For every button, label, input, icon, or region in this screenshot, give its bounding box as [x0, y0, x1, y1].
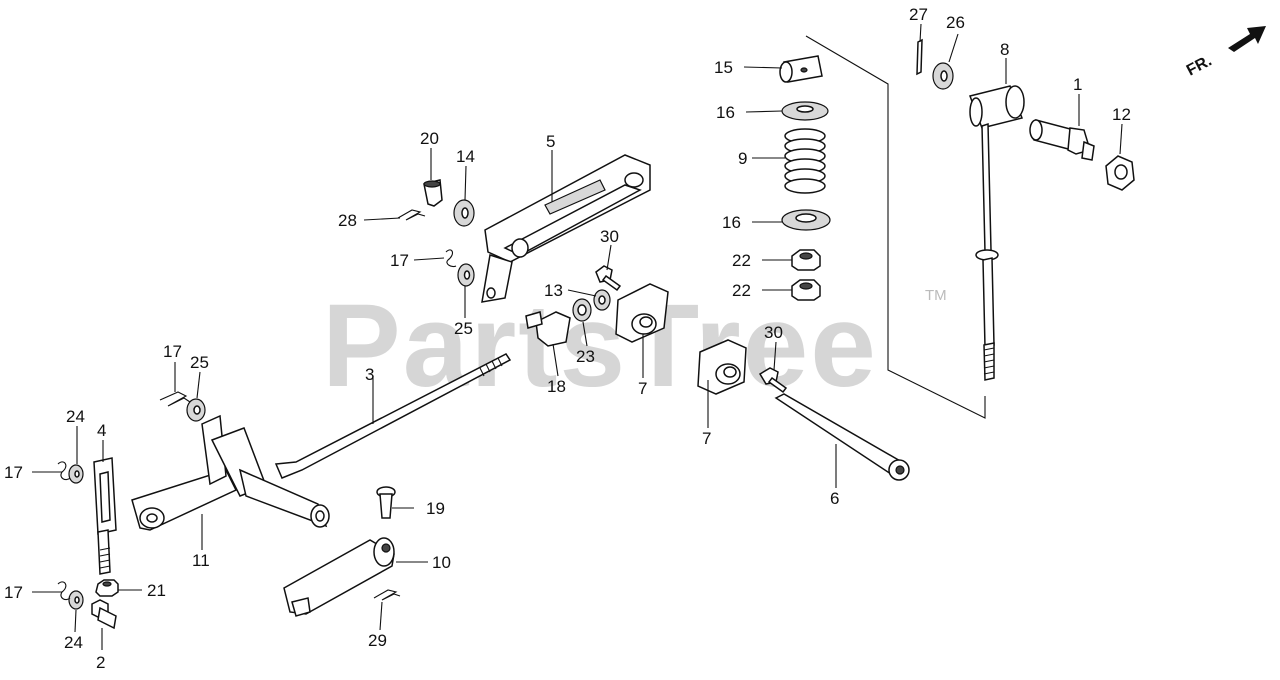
- part-25-washer-upper: [457, 263, 475, 287]
- callout-24-upper: 24: [66, 407, 85, 426]
- callout-28: 28: [338, 211, 357, 230]
- part-21-nut: [95, 579, 119, 597]
- part-17-clip-upper: [445, 249, 457, 268]
- part-29-clip: [373, 589, 401, 601]
- part-1-pin: [1029, 119, 1095, 161]
- callout-3: 3: [365, 365, 374, 384]
- callout-25-mid: 25: [190, 353, 209, 372]
- part-4-bracket: [93, 457, 117, 575]
- callout-17-upper: 17: [390, 251, 409, 270]
- front-arrow-icon: [1228, 26, 1266, 52]
- part-16-washer-top: [781, 101, 829, 121]
- callout-7-upper: 7: [638, 379, 647, 398]
- part-7-plate-lower: [697, 339, 747, 395]
- part-6-shaft: [774, 393, 910, 481]
- callout-23: 23: [576, 347, 595, 366]
- callout-2: 2: [96, 653, 105, 672]
- part-8-rod: [969, 85, 1025, 381]
- part-23-nut: [572, 298, 592, 322]
- callout-13: 13: [544, 281, 563, 300]
- part-17-clip-mid: [159, 391, 191, 407]
- callout-6: 6: [830, 489, 839, 508]
- part-19-pin: [376, 486, 396, 519]
- callout-17-left-upper: 17: [4, 463, 23, 482]
- leader-lines: [32, 23, 1123, 650]
- part-7-plate-upper: [615, 283, 669, 343]
- callout-20: 20: [420, 129, 439, 148]
- callout-21: 21: [147, 581, 166, 600]
- callout-9: 9: [738, 149, 747, 168]
- front-label: FR.: [1184, 52, 1215, 79]
- part-22-nut-top: [791, 249, 821, 271]
- part-11-arm: [131, 414, 330, 531]
- part-17-clip-left-lower: [57, 581, 71, 601]
- callout-7-lower: 7: [702, 429, 711, 448]
- callout-22-upper: 22: [732, 251, 751, 270]
- callout-30-upper: 30: [600, 227, 619, 246]
- callout-24-lower: 24: [64, 633, 83, 652]
- part-2-bolt: [91, 599, 117, 630]
- part-15-pin: [779, 55, 823, 83]
- part-5-bracket: [481, 154, 651, 303]
- callout-16-upper: 16: [716, 103, 735, 122]
- callout-4: 4: [97, 421, 106, 440]
- callout-30-lower: 30: [764, 323, 783, 342]
- callout-26: 26: [946, 13, 965, 32]
- part-20-pin: [423, 179, 443, 207]
- callout-27: 27: [909, 5, 928, 24]
- part-3-rod: [274, 353, 512, 479]
- callout-10: 10: [432, 553, 451, 572]
- part-28-clip: [397, 209, 426, 221]
- part-10-link: [283, 537, 395, 617]
- callout-8: 8: [1000, 40, 1009, 59]
- callout-5: 5: [546, 132, 555, 151]
- callout-1: 1: [1073, 75, 1082, 94]
- part-27-cotter-pin: [916, 38, 923, 76]
- part-18-block: [525, 311, 571, 347]
- part-30-bolt-upper: [595, 265, 622, 292]
- callout-25-upper: 25: [454, 319, 473, 338]
- callout-17-left-lower: 17: [4, 583, 23, 602]
- callout-14: 14: [456, 147, 475, 166]
- part-25-washer-mid: [186, 398, 206, 422]
- callout-11: 11: [192, 551, 210, 570]
- callout-18: 18: [547, 377, 566, 396]
- assembly-line-15-6: [805, 35, 986, 419]
- callout-17-mid: 17: [163, 342, 182, 361]
- callout-labels: 1 2 3 4 5 6 7 7 8 9 10 11 12 13 14 15 16…: [4, 5, 1131, 672]
- callout-12: 12: [1112, 105, 1131, 124]
- part-22-nut-bottom: [791, 279, 821, 301]
- callout-22-lower: 22: [732, 281, 751, 300]
- callout-19: 19: [426, 499, 445, 518]
- part-16-washer-bottom: [781, 209, 831, 231]
- front-direction-indicator: FR.: [1184, 26, 1266, 80]
- part-30-bolt-lower: [758, 367, 788, 394]
- part-24-washer-lower: [68, 590, 84, 610]
- part-24-washer-upper: [68, 464, 84, 484]
- part-13-washer: [593, 289, 611, 311]
- callout-16-lower: 16: [722, 213, 741, 232]
- part-14-washer: [453, 199, 475, 227]
- callout-15: 15: [714, 58, 733, 77]
- watermark-tm: TM: [925, 287, 947, 304]
- part-9-spring: [784, 128, 826, 194]
- part-17-clip-left-upper: [57, 461, 71, 481]
- part-26-washer: [932, 62, 954, 90]
- part-12-nut: [1105, 155, 1135, 191]
- callout-29: 29: [368, 631, 387, 650]
